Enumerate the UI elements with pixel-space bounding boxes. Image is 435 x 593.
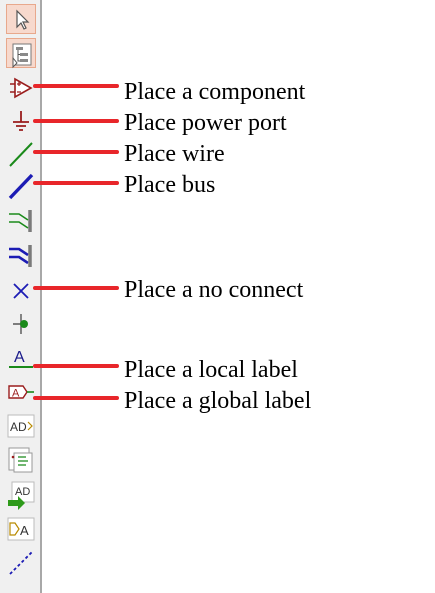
- hierarchical-label-icon[interactable]: AD: [6, 411, 36, 441]
- callout-arrow-power-port: [33, 119, 119, 123]
- junction-icon[interactable]: [6, 309, 36, 339]
- hierarchical-sheet-icon[interactable]: [6, 445, 36, 475]
- annotation-place-bus: Place bus: [124, 172, 216, 198]
- place-wire-icon[interactable]: [6, 139, 36, 169]
- graphic-line-icon[interactable]: [6, 548, 36, 578]
- svg-text:AD: AD: [15, 486, 30, 498]
- callout-arrow-no-connect: [33, 286, 119, 290]
- bus-to-bus-entry-icon[interactable]: [6, 240, 36, 270]
- callout-arrow-component: [33, 84, 119, 88]
- hierarchical-pin-icon[interactable]: A: [6, 514, 36, 544]
- svg-text:A: A: [14, 349, 25, 366]
- callout-arrow-bus: [33, 181, 119, 185]
- place-bus-icon[interactable]: [6, 171, 36, 201]
- callout-arrow-global-label: [33, 396, 119, 400]
- global-label-icon[interactable]: A: [6, 377, 36, 407]
- place-power-port-icon[interactable]: [6, 106, 36, 136]
- no-connect-icon[interactable]: [6, 276, 36, 306]
- annotation-place-power-port: Place power port: [124, 110, 287, 136]
- annotation-place-component: Place a component: [124, 79, 306, 105]
- callout-arrow-local-label: [33, 364, 119, 368]
- hierarchy-navigator-icon[interactable]: [6, 38, 36, 69]
- callout-arrow-wire: [33, 150, 119, 154]
- toolbar-border: [40, 0, 42, 593]
- select-tool-icon[interactable]: [6, 4, 36, 34]
- svg-text:AD: AD: [10, 420, 27, 434]
- annotation-place-local-label: Place a local label: [124, 357, 298, 383]
- place-component-icon[interactable]: [6, 73, 36, 103]
- schematic-toolbar: A A AD AD: [0, 0, 40, 593]
- svg-text:A: A: [20, 523, 29, 538]
- svg-text:A: A: [12, 388, 20, 400]
- local-label-icon[interactable]: A: [6, 343, 36, 373]
- annotation-place-global-label: Place a global label: [124, 388, 312, 414]
- annotation-place-no-connect: Place a no connect: [124, 277, 304, 303]
- wire-to-bus-entry-icon[interactable]: [6, 205, 36, 235]
- annotation-place-wire: Place wire: [124, 141, 225, 167]
- import-sheet-pin-icon[interactable]: AD: [6, 480, 36, 510]
